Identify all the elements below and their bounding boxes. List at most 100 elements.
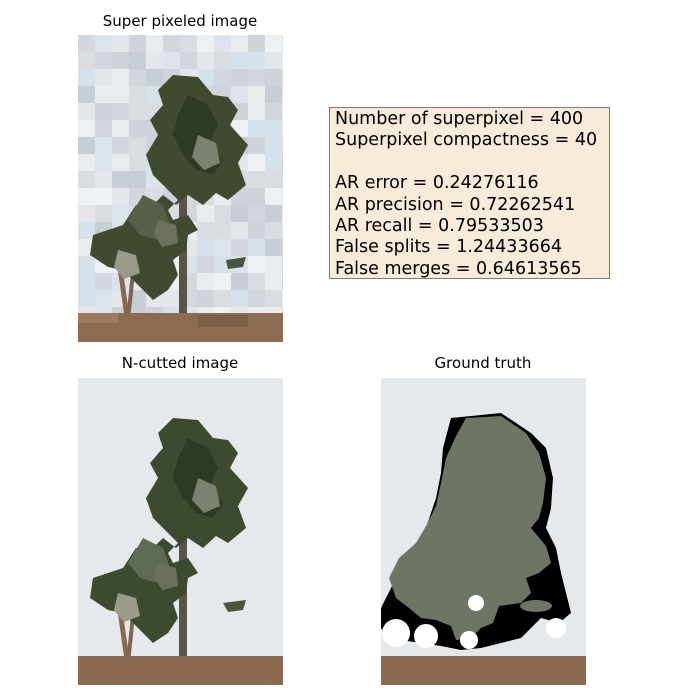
superpixel-tile — [112, 52, 129, 69]
superpixel-tile — [282, 52, 283, 69]
superpixel-tile — [265, 171, 282, 188]
superpixel-tile — [265, 290, 282, 307]
superpixel-tile — [282, 171, 283, 188]
superpixel-tile — [112, 103, 129, 120]
metric-compactness: Superpixel compactness = 40 — [335, 130, 598, 151]
superpixel-tile — [248, 154, 265, 171]
superpixel-tile — [112, 35, 129, 52]
superpixel-panel-title: Super pixeled image — [102, 12, 258, 30]
superpixel-tile — [78, 35, 95, 52]
superpixel-tile — [78, 273, 95, 290]
superpixel-tile — [248, 205, 265, 222]
superpixel-tile — [265, 239, 282, 256]
superpixel-tile — [146, 52, 163, 69]
superpixel-tile — [112, 69, 129, 86]
metric-ar-error: AR error = 0.24276116 — [335, 173, 539, 194]
superpixel-tile — [282, 35, 283, 52]
superpixel-tile — [265, 222, 282, 239]
gt-foreground-region — [389, 416, 551, 640]
superpixel-tile — [248, 52, 265, 69]
superpixel-tile — [129, 52, 146, 69]
metric-num-superpixel: Number of superpixel = 400 — [335, 109, 584, 129]
superpixel-tile — [231, 52, 248, 69]
superpixel-tile — [214, 273, 231, 290]
superpixel-tile — [248, 256, 265, 273]
ncut-ground — [78, 656, 283, 685]
superpixel-tile — [282, 103, 283, 120]
superpixel-tile — [78, 222, 95, 239]
superpixel-tile — [214, 205, 231, 222]
superpixel-tile — [197, 35, 214, 52]
superpixel-tile — [129, 171, 146, 188]
superpixel-tile — [197, 205, 214, 222]
superpixel-tile — [214, 222, 231, 239]
superpixel-tile — [231, 86, 248, 103]
superpixel-tile — [282, 290, 283, 307]
superpixel-tile — [282, 273, 283, 290]
superpixel-tile — [129, 290, 146, 307]
superpixel-tile — [282, 239, 283, 256]
superpixel-tile — [112, 171, 129, 188]
superpixel-tile — [214, 35, 231, 52]
superpixel-tile — [282, 188, 283, 205]
superpixel-tile — [265, 69, 282, 86]
superpixel-tile — [282, 256, 283, 273]
superpixel-tile — [78, 86, 95, 103]
superpixel-tile — [248, 69, 265, 86]
superpixel-tile — [265, 52, 282, 69]
superpixel-tile — [95, 52, 112, 69]
ground-truth-image — [381, 378, 586, 685]
metric-spacer — [335, 152, 609, 173]
superpixel-tile — [95, 188, 112, 205]
superpixel-tile — [197, 222, 214, 239]
superpixel-tile — [248, 239, 265, 256]
superpixel-tile — [231, 35, 248, 52]
superpixel-tile — [197, 239, 214, 256]
superpixel-tile — [163, 290, 180, 307]
superpixel-tile — [265, 86, 282, 103]
superpixel-tile — [112, 137, 129, 154]
superpixel-tile — [231, 273, 248, 290]
superpixel-tile — [265, 205, 282, 222]
superpixel-tile — [78, 205, 95, 222]
superpixel-tile — [95, 273, 112, 290]
superpixel-tile — [180, 52, 197, 69]
superpixel-tile — [248, 171, 265, 188]
superpixel-tile — [163, 35, 180, 52]
superpixel-tile — [248, 188, 265, 205]
metric-ar-recall: AR recall = 0.79533503 — [335, 215, 544, 236]
superpixel-tile — [282, 154, 283, 171]
ncut-image — [78, 378, 283, 685]
superpixel-tile — [214, 69, 231, 86]
superpixel-tile — [248, 222, 265, 239]
superpixel-tile — [248, 290, 265, 307]
superpixel-tile — [112, 120, 129, 137]
superpixel-tile — [129, 35, 146, 52]
superpixel-tile — [248, 86, 265, 103]
superpixel-tile — [146, 69, 163, 86]
superpixel-tile — [78, 256, 95, 273]
superpixel-tile — [282, 120, 283, 137]
superpixel-tile — [95, 171, 112, 188]
superpixel-tile — [231, 290, 248, 307]
superpixel-tile — [78, 171, 95, 188]
metric-ar-precision: AR precision = 0.72262541 — [335, 194, 576, 215]
superpixel-tile — [197, 52, 214, 69]
superpixel-image — [78, 35, 283, 342]
metrics-box: Number of superpixel = 400 Superpixel co… — [329, 107, 610, 279]
superpixel-tile — [78, 120, 95, 137]
superpixel-tile — [95, 35, 112, 52]
superpixel-tile — [146, 35, 163, 52]
superpixel-tile — [95, 290, 112, 307]
superpixel-tile — [95, 120, 112, 137]
gt-ground — [381, 656, 586, 685]
superpixel-tile — [231, 69, 248, 86]
superpixel-tile — [197, 256, 214, 273]
superpixel-tile — [265, 188, 282, 205]
superpixel-tile — [180, 35, 197, 52]
superpixel-tile — [282, 86, 283, 103]
superpixel-tile — [231, 222, 248, 239]
superpixel-tile — [248, 137, 265, 154]
superpixel-tile — [282, 137, 283, 154]
superpixel-tile — [214, 239, 231, 256]
